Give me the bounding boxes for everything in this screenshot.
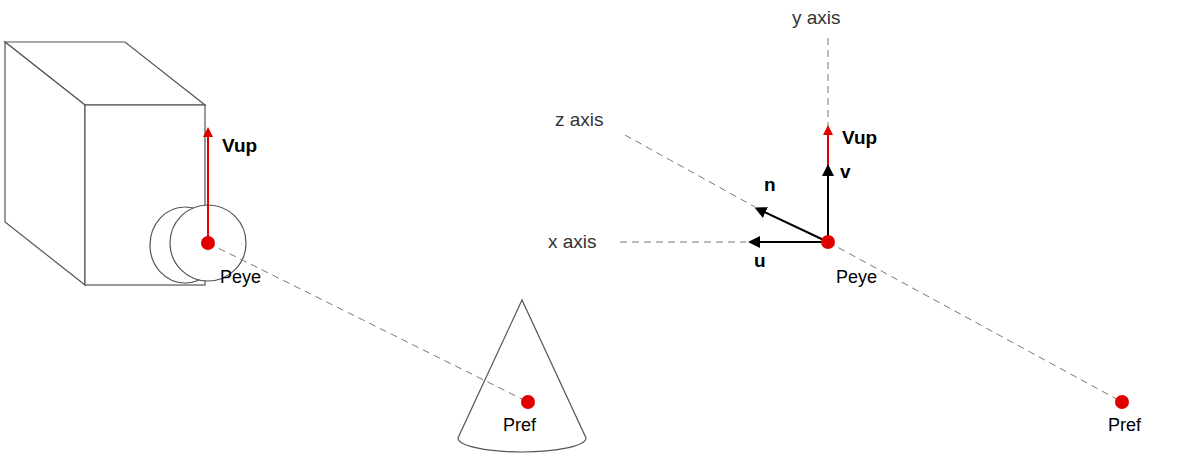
n-vector [760,210,828,242]
eye-point [821,235,835,249]
sight-line [208,243,528,402]
reference-point [521,395,535,409]
point-label: Pref [503,416,536,434]
point-label: Peye [220,268,261,286]
up-vector [207,132,209,243]
cone-object [458,300,586,452]
vector-label: v [840,162,851,181]
point-label: Peye [836,268,877,286]
vector-label: n [764,175,776,194]
vector-label: Vup [222,136,257,155]
vector-label: u [754,251,766,270]
axis-label: x axis [548,232,597,251]
axis-label: z axis [555,110,604,129]
point-label: Pref [1108,416,1141,434]
u-vector [754,241,828,243]
v-vector [827,170,829,242]
eye-point [201,236,215,250]
vector-label: Vup [842,128,877,147]
reference-point [1115,395,1129,409]
axis-label: y axis [792,8,841,27]
axis-lines [620,38,1122,402]
